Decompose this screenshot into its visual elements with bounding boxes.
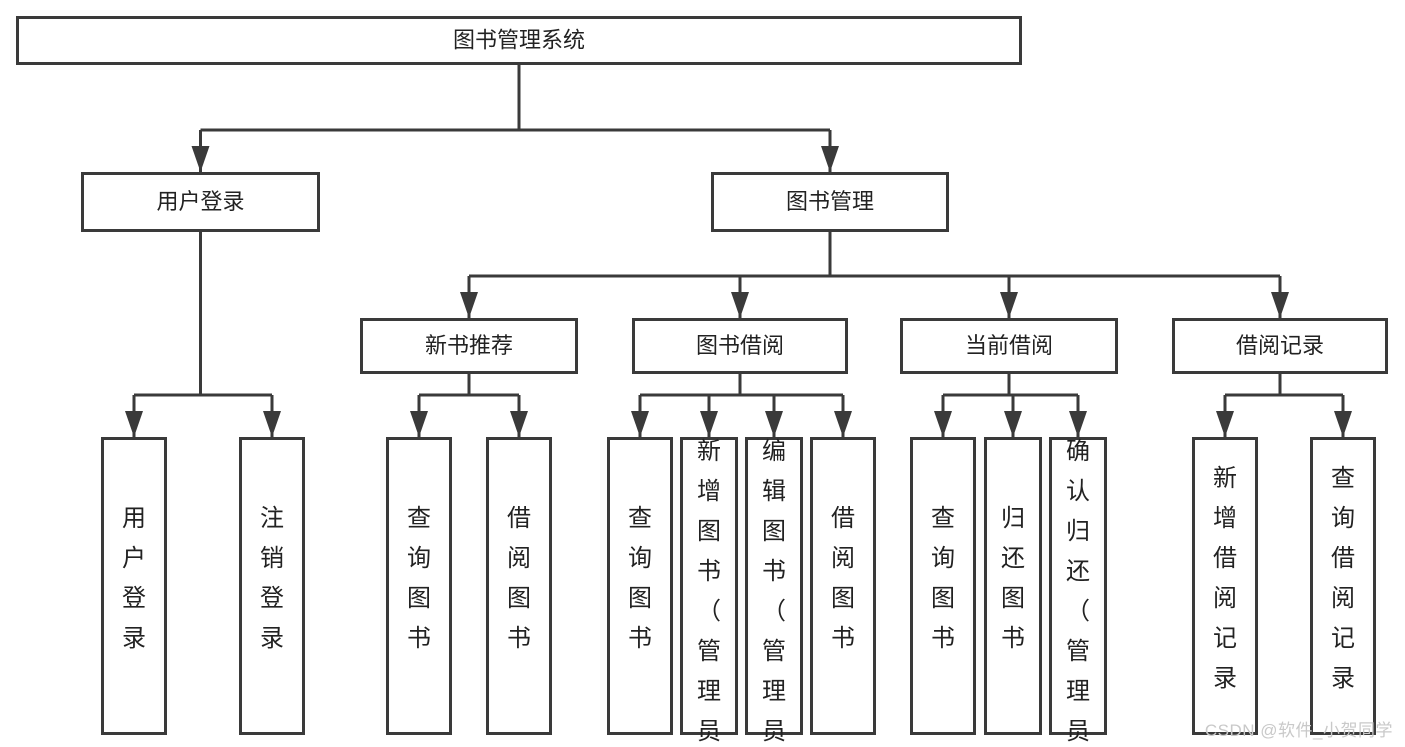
node-label-borrow-record: 借阅记录 <box>1236 333 1324 358</box>
node-leaf-query-book-borrow[interactable]: 查询图书 <box>607 437 673 735</box>
node-box-leaf-add-record <box>1192 437 1258 735</box>
node-box-new-book-recommend <box>360 318 578 374</box>
node-label-book-borrow: 图书借阅 <box>696 333 784 358</box>
arrow-head-icon <box>1004 411 1022 437</box>
node-label-book-manage: 图书管理 <box>786 189 874 214</box>
edge-group-book-manage <box>460 232 1289 318</box>
arrow-head-icon <box>460 292 478 318</box>
node-label-leaf-query-book-borrow: 查询图书 <box>628 505 652 652</box>
arrow-head-icon <box>1271 292 1289 318</box>
node-label-leaf-query-record: 查询借阅记录 <box>1331 465 1355 692</box>
node-label-user-login: 用户登录 <box>156 189 244 214</box>
node-label-leaf-user-login: 用户登录 <box>122 505 146 652</box>
edge-group-new-book-recommend <box>410 374 528 437</box>
edge-group-book-borrow <box>631 374 852 437</box>
arrow-head-icon <box>631 411 649 437</box>
arrow-head-icon <box>700 411 718 437</box>
node-box-leaf-user-login <box>101 437 167 735</box>
node-box-book-borrow <box>632 318 848 374</box>
arrow-head-icon <box>1069 411 1087 437</box>
node-label-leaf-borrow-book-rec: 借阅图书 <box>507 505 531 652</box>
edge-group-borrow-record <box>1216 374 1352 437</box>
node-box-leaf-borrow-book <box>810 437 876 735</box>
node-leaf-user-logout[interactable]: 注销登录 <box>239 437 305 735</box>
node-leaf-user-login[interactable]: 用户登录 <box>101 437 167 735</box>
arrow-head-icon <box>510 411 528 437</box>
edge-group-root <box>191 65 839 172</box>
node-box-borrow-record <box>1172 318 1388 374</box>
node-label-leaf-edit-book: 编辑图书（管理员） <box>762 438 786 747</box>
node-box-leaf-query-book-cur <box>910 437 976 735</box>
node-leaf-borrow-book-rec[interactable]: 借阅图书 <box>486 437 552 735</box>
node-box-leaf-add-book <box>680 437 738 735</box>
node-label-leaf-return-book: 归还图书 <box>1001 505 1025 652</box>
node-leaf-query-book-rec[interactable]: 查询图书 <box>386 437 452 735</box>
node-label-current-borrow: 当前借阅 <box>965 333 1053 358</box>
node-box-leaf-return-book <box>984 437 1042 735</box>
node-label-root: 图书管理系统 <box>453 27 585 52</box>
node-box-leaf-confirm-return <box>1049 437 1107 735</box>
arrow-head-icon <box>934 411 952 437</box>
node-box-root <box>16 16 1022 65</box>
node-box-book-manage <box>711 172 949 232</box>
node-leaf-edit-book[interactable]: 编辑图书（管理员） <box>745 437 803 747</box>
node-layer: 图书管理系统用户登录图书管理新书推荐图书借阅当前借阅借阅记录用户登录注销登录查询… <box>16 16 1388 747</box>
arrow-head-icon <box>1216 411 1234 437</box>
node-borrow-record[interactable]: 借阅记录 <box>1172 318 1388 374</box>
node-leaf-query-book-cur[interactable]: 查询图书 <box>910 437 976 735</box>
node-label-leaf-query-book-cur: 查询图书 <box>931 505 955 652</box>
node-box-leaf-user-logout <box>239 437 305 735</box>
arrow-head-icon <box>765 411 783 437</box>
node-leaf-add-record[interactable]: 新增借阅记录 <box>1192 437 1258 735</box>
arrow-head-icon <box>125 411 143 437</box>
node-label-leaf-query-book-rec: 查询图书 <box>407 505 431 652</box>
arrow-head-icon <box>410 411 428 437</box>
edge-layer <box>125 65 1352 437</box>
node-leaf-confirm-return[interactable]: 确认归还（管理员） <box>1049 437 1107 747</box>
node-box-user-login <box>81 172 320 232</box>
arrow-head-icon <box>191 146 210 172</box>
arrow-head-icon <box>263 411 281 437</box>
node-box-current-borrow <box>900 318 1118 374</box>
node-label-new-book-recommend: 新书推荐 <box>425 333 513 358</box>
node-label-leaf-borrow-book: 借阅图书 <box>831 505 855 652</box>
arrow-head-icon <box>1000 292 1018 318</box>
node-label-leaf-add-book: 新增图书（管理员） <box>697 438 721 747</box>
node-leaf-query-record[interactable]: 查询借阅记录 <box>1310 437 1376 735</box>
node-box-leaf-query-record <box>1310 437 1376 735</box>
node-current-borrow[interactable]: 当前借阅 <box>900 318 1118 374</box>
node-box-leaf-borrow-book-rec <box>486 437 552 735</box>
node-label-leaf-confirm-return: 确认归还（管理员） <box>1066 438 1090 747</box>
node-user-login[interactable]: 用户登录 <box>81 172 320 232</box>
edge-group-current-borrow <box>934 374 1087 437</box>
node-leaf-return-book[interactable]: 归还图书 <box>984 437 1042 735</box>
node-new-book-recommend[interactable]: 新书推荐 <box>360 318 578 374</box>
node-label-leaf-user-logout: 注销登录 <box>260 505 284 652</box>
node-book-borrow[interactable]: 图书借阅 <box>632 318 848 374</box>
node-root[interactable]: 图书管理系统 <box>16 16 1022 65</box>
node-leaf-add-book[interactable]: 新增图书（管理员） <box>680 437 738 747</box>
csdn-watermark: CSDN @软件_小贺同学 <box>1204 721 1393 740</box>
node-leaf-borrow-book[interactable]: 借阅图书 <box>810 437 876 735</box>
node-box-leaf-query-book-rec <box>386 437 452 735</box>
node-label-leaf-add-record: 新增借阅记录 <box>1213 465 1237 692</box>
node-box-leaf-query-book-borrow <box>607 437 673 735</box>
edge-group-user-login <box>125 232 281 437</box>
arrow-head-icon <box>821 146 839 172</box>
arrow-head-icon <box>731 292 749 318</box>
arrow-head-icon <box>834 411 852 437</box>
node-box-leaf-edit-book <box>745 437 803 735</box>
arrow-head-icon <box>1334 411 1352 437</box>
node-book-manage[interactable]: 图书管理 <box>711 172 949 232</box>
